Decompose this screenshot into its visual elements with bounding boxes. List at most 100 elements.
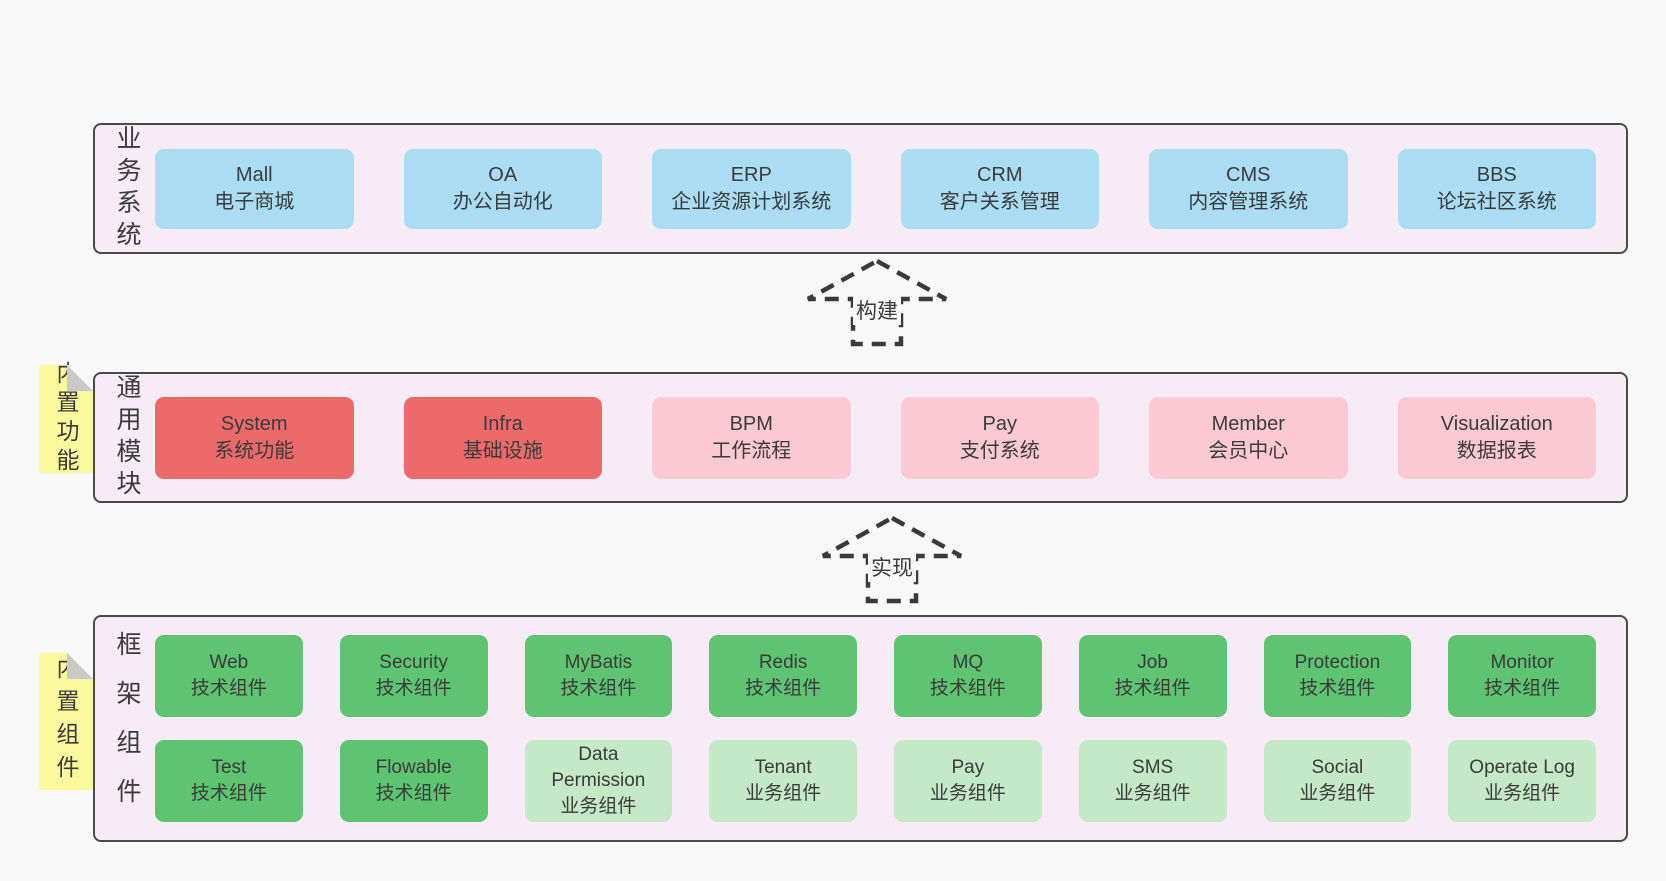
box-security: Security 技术组件 (339, 635, 488, 717)
box-title: BBS (1476, 163, 1517, 186)
box-subtitle: 会员中心 (1208, 439, 1289, 462)
box-title: Visualization (1440, 412, 1553, 435)
folded-corner-icon (67, 653, 93, 679)
box-subtitle: 支付系统 (959, 439, 1040, 462)
box-web: Web 技术组件 (155, 635, 303, 717)
box-title: SMS (1132, 757, 1174, 778)
box-subtitle: 基础设施 (462, 439, 543, 462)
common-modules-boxes: System 系统功能 Infra 基础设施 BPM 工作流程 Pay 支付系统… (155, 396, 1596, 479)
box-subtitle: 业务组件 (1484, 783, 1561, 804)
box-job: Job 技术组件 (1078, 635, 1227, 717)
box-subtitle: 技术组件 (745, 678, 822, 699)
box-title: Monitor (1490, 652, 1554, 673)
box-subtitle: 业务组件 (745, 783, 822, 804)
framework-row-1: Web 技术组件 Security 技术组件 MyBatis 技术组件 Redi… (155, 635, 1596, 717)
build-arrow: 构建 (805, 258, 949, 348)
box-title: Web (209, 652, 249, 673)
arrow-label: 实现 (868, 552, 916, 582)
box-test: Test 技术组件 (155, 740, 303, 822)
box-bbs: BBS 论坛社区系统 (1397, 148, 1596, 229)
box-subtitle: 技术组件 (560, 678, 637, 699)
box-redis: Redis 技术组件 (709, 635, 857, 717)
box-title: Data Permission (551, 744, 646, 791)
box-subtitle: 业务组件 (560, 796, 637, 817)
box-visualization: Visualization 数据报表 (1397, 396, 1596, 479)
box-subtitle: 工作流程 (711, 439, 792, 462)
box-system: System 系统功能 (155, 396, 354, 479)
box-cms: CMS 内容管理系统 (1149, 148, 1348, 229)
sticky-note-built-in-features: 内置功能 (39, 361, 93, 477)
box-title: Mall (235, 163, 273, 186)
box-subtitle: 业务组件 (1299, 783, 1376, 804)
box-title: Job (1137, 652, 1168, 673)
box-title: Protection (1294, 652, 1381, 673)
box-title: MyBatis (564, 652, 633, 673)
folded-corner-icon (67, 365, 93, 391)
box-infra: Infra 基础设施 (403, 396, 602, 479)
business-systems-section: 业务系统 Mall 电子商城 OA 办公自动化 ERP 企业资源计划系统 CRM… (93, 123, 1628, 254)
box-crm: CRM 客户关系管理 (900, 148, 1099, 229)
box-subtitle: 客户关系管理 (939, 190, 1060, 213)
box-title: System (220, 412, 288, 435)
dashed-up-arrow-icon (821, 515, 963, 604)
box-title: Social (1311, 757, 1364, 778)
box-subtitle: 技术组件 (375, 783, 452, 804)
box-monitor: Monitor 技术组件 (1448, 635, 1596, 717)
box-title: BPM (729, 412, 773, 435)
framework-components-grid: Web 技术组件 Security 技术组件 MyBatis 技术组件 Redi… (155, 635, 1596, 822)
box-operate-log: Operate Log 业务组件 (1448, 740, 1596, 822)
box-member: Member 会员中心 (1149, 396, 1348, 479)
box-title: MQ (952, 652, 984, 673)
implement-arrow: 实现 (820, 515, 964, 605)
box-subtitle: 内容管理系统 (1188, 190, 1309, 213)
box-subtitle: 电子商城 (214, 190, 295, 213)
box-title: Test (211, 757, 247, 778)
box-subtitle: 数据报表 (1456, 439, 1537, 462)
box-title: Operate Log (1469, 757, 1575, 778)
box-subtitle: 技术组件 (1299, 678, 1376, 699)
box-subtitle: 论坛社区系统 (1436, 190, 1557, 213)
box-mq: MQ 技术组件 (894, 635, 1042, 717)
box-tenant: Tenant 业务组件 (709, 740, 857, 822)
framework-components-section: 框架组件 Web 技术组件 Security 技术组件 MyBatis 技术组件… (93, 615, 1628, 842)
business-systems-boxes: Mall 电子商城 OA 办公自动化 ERP 企业资源计划系统 CRM 客户关系… (155, 148, 1596, 229)
box-subtitle: 企业资源计划系统 (671, 190, 832, 213)
box-data-permission: Data Permission 业务组件 (524, 740, 673, 822)
section-label-framework-components: 框架组件 (113, 630, 141, 827)
box-sms: SMS 业务组件 (1078, 740, 1227, 822)
box-title: Redis (758, 652, 808, 673)
box-mall: Mall 电子商城 (155, 148, 354, 229)
arrow-label: 构建 (853, 295, 901, 325)
box-title: CRM (976, 163, 1023, 186)
box-subtitle: 技术组件 (1484, 678, 1561, 699)
box-bpm: BPM 工作流程 (652, 396, 851, 479)
box-subtitle: 技术组件 (190, 783, 267, 804)
sticky-note-built-in-components: 内置组件 (39, 653, 93, 790)
box-pay-module: Pay 支付系统 (900, 396, 1099, 479)
box-subtitle: 技术组件 (929, 678, 1006, 699)
box-flowable: Flowable 技术组件 (339, 740, 488, 822)
dashed-up-arrow-icon (806, 258, 948, 347)
box-title: Pay (982, 412, 1017, 435)
box-subtitle: 系统功能 (214, 439, 295, 462)
box-mybatis: MyBatis 技术组件 (524, 635, 673, 717)
common-modules-section: 通用模块 System 系统功能 Infra 基础设施 BPM 工作流程 Pay… (93, 372, 1628, 503)
section-label-common-modules: 通用模块 (113, 373, 141, 502)
box-subtitle: 业务组件 (929, 783, 1006, 804)
box-title: Flowable (375, 757, 452, 778)
box-social: Social 业务组件 (1263, 740, 1412, 822)
box-subtitle: 技术组件 (375, 678, 452, 699)
box-erp: ERP 企业资源计划系统 (652, 148, 851, 229)
box-subtitle: 技术组件 (190, 678, 267, 699)
box-subtitle: 业务组件 (1114, 783, 1191, 804)
box-oa: OA 办公自动化 (403, 148, 602, 229)
framework-row-2: Test 技术组件 Flowable 技术组件 Data Permission … (155, 740, 1596, 822)
box-pay-component: Pay 业务组件 (894, 740, 1042, 822)
box-title: ERP (730, 163, 772, 186)
box-title: Tenant (754, 757, 812, 778)
box-title: Infra (482, 412, 523, 435)
box-title: Member (1211, 412, 1285, 435)
section-label-business-systems: 业务系统 (113, 124, 141, 253)
box-protection: Protection 技术组件 (1263, 635, 1412, 717)
